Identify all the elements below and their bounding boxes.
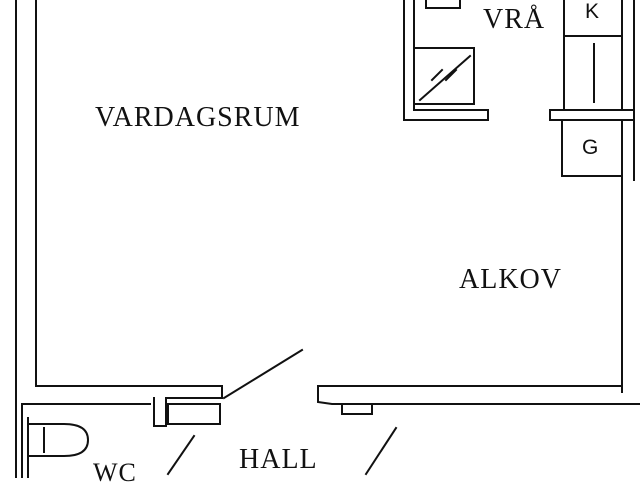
wardrobe-k-box: [563, 0, 623, 37]
kitchen-counter-box: [413, 47, 475, 105]
room-label-vra: VRÅ: [483, 4, 546, 35]
stove-mark-1: [418, 54, 472, 102]
stove-mark-3: [444, 68, 458, 82]
wardrobe-shelf: [549, 109, 635, 121]
stove-mark-2: [430, 68, 444, 82]
fixture-label-g: G: [582, 136, 599, 159]
floor-plan: [15, 0, 640, 478]
wardrobe-g-box: [561, 119, 623, 177]
room-label-vardagsrum: VARDAGSRUM: [95, 102, 301, 133]
wc-wall: [21, 403, 151, 478]
living-room-left-wall: [35, 0, 223, 399]
door-hall-right: [364, 426, 398, 476]
door-hall-left: [166, 434, 196, 476]
toilet-icon: [27, 423, 90, 457]
hall-stub-right: [341, 403, 373, 415]
sink-icon: [425, 0, 461, 9]
fixture-label-k: K: [585, 0, 600, 23]
hall-stub-left: [153, 397, 167, 427]
kitchen-wall: [403, 0, 489, 121]
room-label-hall: HALL: [239, 444, 318, 475]
living-room-bottom-wall: [317, 385, 640, 405]
hall-closet: [167, 403, 221, 425]
door-living-room: [222, 348, 304, 400]
room-label-alkov: ALKOV: [459, 264, 562, 295]
bottom-wall-edge: [317, 385, 623, 393]
room-label-wc: WC: [93, 458, 137, 487]
